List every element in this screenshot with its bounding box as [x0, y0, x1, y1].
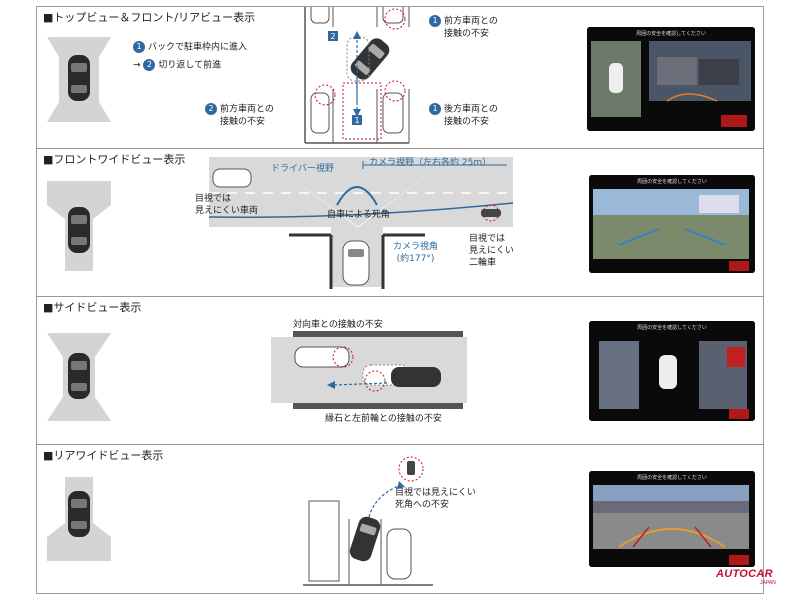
- screen-message: 周囲の安全を確認してください: [636, 31, 706, 37]
- autocar-logo: AUTOCAR: [716, 568, 773, 580]
- camera-angle-label: カメラ視角(約177°): [393, 242, 439, 264]
- parking-diagram: 2 1: [304, 7, 410, 144]
- driver-view-label: ドライバー視野: [271, 164, 334, 174]
- section-title: ■フロントワイドビュー表示: [43, 153, 186, 166]
- section-front-wide-view: ■フロントワイドビュー表示: [36, 148, 764, 296]
- hidden-car-label: 目視では見えにくい車両: [195, 194, 258, 216]
- top-view-illustration: 2 1: [47, 7, 410, 144]
- front-wide-screen-image: [589, 175, 755, 273]
- hidden-bike-label: 目視では見えにくい二輪車: [469, 234, 514, 268]
- side-view-screen-image: [589, 321, 755, 421]
- autocar-logo-sub: JAPAN: [760, 580, 776, 586]
- birdseye-car-icon: [47, 477, 111, 561]
- top-view-screen-image: [587, 27, 755, 131]
- path-number-1: 1: [354, 116, 359, 125]
- path-number-2: 2: [330, 32, 335, 41]
- section-title: ■トップビュー＆フロント/リアビュー表示: [43, 11, 256, 24]
- birdseye-car-icon: [47, 333, 111, 421]
- curb-label: 縁石と左前輪との接触の不安: [325, 414, 442, 424]
- section-rear-wide-view: ■リアワイドビュー表示 目視では見えにくい死角への不安: [36, 444, 764, 594]
- birdseye-car-icon: [47, 181, 111, 271]
- rear-wide-screen: 周囲の安全を確認してください: [589, 471, 755, 567]
- step-2-badge: 2: [143, 59, 156, 71]
- blind-spot-label: 自車による死角: [327, 210, 390, 220]
- section-side-view: ■サイドビュー表示 対向車との接触の不安 縁石と左前輪との接触の不安: [36, 296, 764, 444]
- side-view-illustration: [47, 331, 467, 421]
- front-wide-illustration: [47, 157, 514, 289]
- rear-wide-screen-image: [589, 471, 755, 567]
- screen-message: 周囲の安全を確認してください: [637, 475, 707, 481]
- side-view-screen: 周囲の安全を確認してください: [589, 321, 755, 421]
- birdseye-car-icon: [47, 37, 111, 122]
- section-title: ■サイドビュー表示: [43, 301, 142, 314]
- step-1-badge: 1: [133, 41, 145, 53]
- rear-wide-illustration: [47, 456, 433, 586]
- rear-blind-label: 目視では見えにくい死角への不安: [395, 488, 476, 510]
- intersection-diagram: [208, 157, 514, 289]
- screen-message: 周囲の安全を確認してください: [637, 325, 707, 331]
- narrow-road-diagram: [271, 331, 467, 409]
- front-wide-screen: 周囲の安全を確認してください: [589, 175, 755, 273]
- section-top-view: ■トップビュー＆フロント/リアビュー表示: [36, 6, 764, 148]
- oncoming-label: 対向車との接触の不安: [293, 320, 383, 330]
- screen-message: 周囲の安全を確認してください: [637, 179, 707, 185]
- camera-view-label: カメラ視野（左右各約 25m）: [369, 158, 492, 168]
- top-view-screen: 周囲の安全を確認してください: [587, 27, 755, 131]
- reversing-diagram: [303, 456, 433, 586]
- section-title: ■リアワイドビュー表示: [43, 449, 164, 462]
